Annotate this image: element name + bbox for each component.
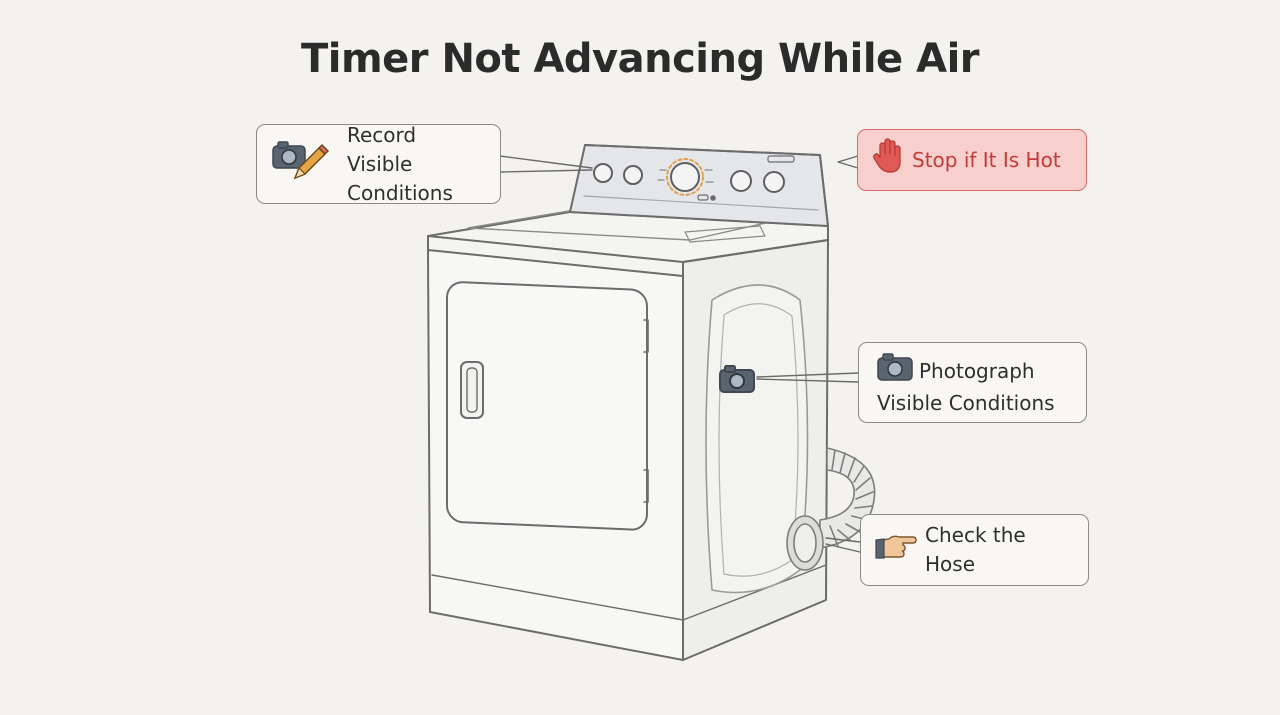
page-title: Timer Not Advancing While Air [300,36,980,82]
leader-lines [499,155,861,553]
stop-label: Stop if It Is Hot [912,147,1061,172]
hand-stop-icon [872,138,902,182]
control-console [569,144,829,227]
pointing-hand-icon [875,533,917,567]
record-line-2: Conditions [347,180,453,205]
callout-record-conditions: Record Visible Conditions [256,122,501,205]
pencil-icon [293,143,330,180]
camera-icon [877,353,913,389]
console-knobs [593,162,785,193]
callout-photograph-conditions: Photograph Visible Conditions [858,342,1087,423]
hose-label: Check the Hose [925,523,1026,576]
camera-icon [271,138,331,190]
photo-line-2: Visible Conditions [877,391,1055,415]
callout-check-hose: Check the Hose [860,514,1089,586]
record-line-1: Record Visible [347,122,417,176]
photo-line-1: Photograph [919,358,1035,383]
callout-stop-if-hot: Stop if It Is Hot [857,129,1087,191]
side-camera-marker [719,365,755,393]
dryer-door [446,281,648,531]
door-handle [460,361,484,419]
